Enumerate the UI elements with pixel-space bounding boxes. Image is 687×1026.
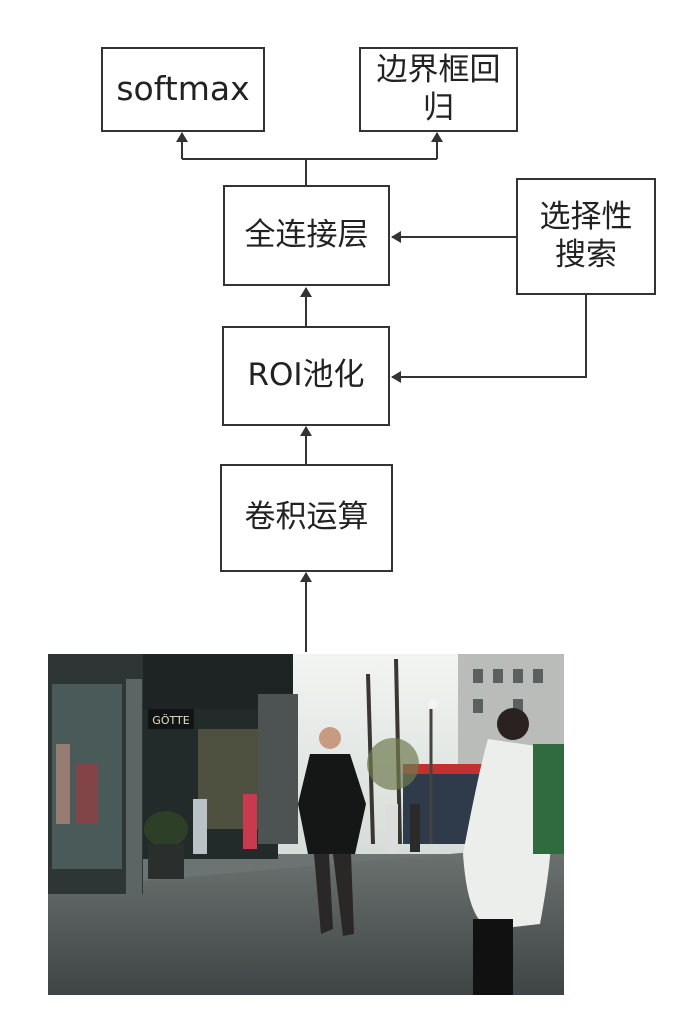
bbox-regression-node: 边界框回 归 [359,47,518,132]
planter-pot [148,844,184,879]
street-scene-photo: GÖTTE [48,654,564,995]
convolution-label: 卷积运算 [244,499,369,536]
pedestrian-bg [193,799,207,854]
store-sign: GÖTTE [152,714,189,727]
main-pedestrian-coat [298,754,366,854]
woman-white-coat [463,739,552,929]
store-sign-plate [148,709,194,729]
fully-connected-label: 全连接层 [244,216,369,253]
softmax-label: softmax [116,69,250,109]
far-buildings [258,694,298,844]
main-pedestrian-legs [314,854,333,934]
convolution-node: 卷积运算 [220,464,393,572]
main-pedestrian-head [319,727,341,749]
tree-foliage [367,738,419,790]
roi-pooling-node: ROI池化 [222,326,390,426]
sidewalk [48,844,564,995]
planter-bush [144,811,188,847]
roi-pooling-label: ROI池化 [247,357,365,394]
softmax-node: softmax [101,47,265,132]
left-pillar [126,679,142,894]
fully-connected-node: 全连接层 [223,185,390,286]
selective-search-node: 选择性 搜索 [516,178,656,295]
arrow-search-to-roi [391,294,587,383]
street-scene-illustration: GÖTTE [48,654,564,995]
bbox-regression-label: 边界框回 归 [376,51,501,126]
selective-search-label: 选择性 搜索 [539,198,633,273]
woman-head [497,708,529,740]
